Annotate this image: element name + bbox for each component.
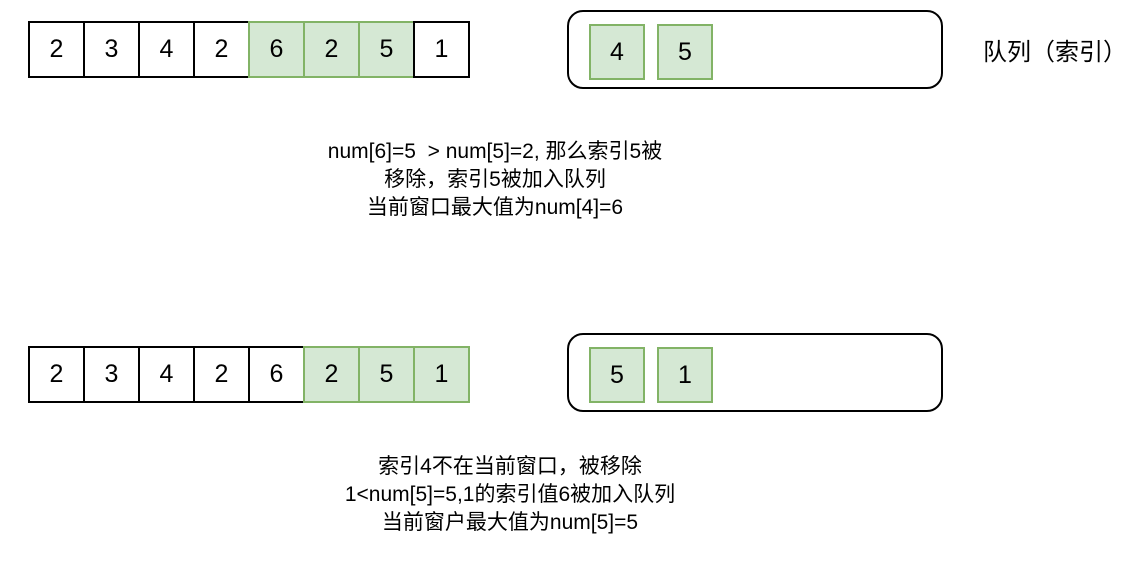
array-cell-highlighted: 5: [358, 21, 415, 78]
queue-item: 5: [657, 24, 713, 80]
caption-line: 1<num[5]=5,1的索引值6被加入队列: [344, 483, 676, 506]
array-cell: 2: [28, 21, 85, 78]
array-cell-highlighted: 5: [358, 346, 415, 403]
caption-line: 当前窗口最大值为num[4]=6: [366, 196, 624, 219]
queue-container-step1: 4 5: [567, 10, 943, 89]
caption-line: 移除，索引5被加入队列: [384, 168, 606, 191]
array-cell-highlighted: 2: [303, 346, 360, 403]
queue-item: 1: [657, 347, 713, 403]
array-row-step2: 2 3 4 2 6 2 5 1: [28, 346, 470, 403]
queue-container-step2: 5 1: [567, 333, 943, 412]
array-cell: 2: [193, 21, 250, 78]
array-cell-highlighted: 6: [248, 21, 305, 78]
queue-label: 队列（索引）: [983, 39, 1127, 66]
caption-line: num[6]=5 > num[5]=2, 那么索引5被: [327, 140, 663, 163]
array-cell: 2: [28, 346, 85, 403]
array-cell: 4: [138, 346, 195, 403]
queue-item: 5: [589, 347, 645, 403]
caption-step2: 索引4不在当前窗口，被移除 1<num[5]=5,1的索引值6被加入队列 当前窗…: [250, 453, 770, 537]
array-cell: 4: [138, 21, 195, 78]
caption-line: 当前窗户最大值为num[5]=5: [381, 511, 639, 534]
array-cell-highlighted: 2: [303, 21, 360, 78]
array-cell: 3: [83, 346, 140, 403]
array-cell: 2: [193, 346, 250, 403]
caption-line: 索引4不在当前窗口，被移除: [378, 455, 642, 478]
array-cell-highlighted: 1: [413, 346, 470, 403]
queue-item: 4: [589, 24, 645, 80]
array-cell: 6: [248, 346, 305, 403]
caption-step1: num[6]=5 > num[5]=2, 那么索引5被 移除，索引5被加入队列 …: [235, 138, 755, 222]
array-row-step1: 2 3 4 2 6 2 5 1: [28, 21, 470, 78]
array-cell: 3: [83, 21, 140, 78]
array-cell: 1: [413, 21, 470, 78]
